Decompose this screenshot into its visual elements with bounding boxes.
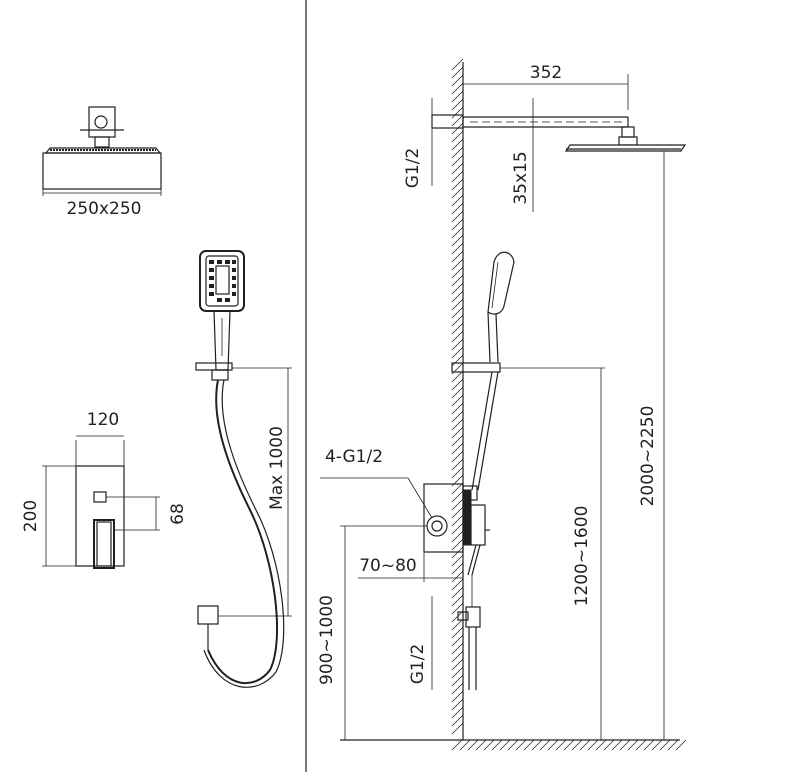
outlet-thread-label: G1/2 xyxy=(408,644,428,685)
arm-thread-label: G1/2 xyxy=(403,148,423,189)
height-dimensions: 900~1000 1200~1600 2000~2250 xyxy=(317,151,665,740)
mixer-depth-label: 70~80 xyxy=(359,556,417,576)
hand-shower-assembly: Max 1000 xyxy=(195,250,292,688)
slide-hand-shower xyxy=(451,251,515,501)
plate-width-label: 120 xyxy=(87,410,119,430)
mixer-ports-label: 4-G1/2 xyxy=(325,447,383,467)
arm-length-label: 352 xyxy=(530,63,562,83)
slide-height-label: 1200~1600 xyxy=(572,506,592,607)
plate-offset-label: 68 xyxy=(168,503,188,525)
head-size-label: 250x250 xyxy=(67,199,142,219)
shower-arm-assembly: 352 G1/2 35x15 xyxy=(403,63,687,212)
wall-section xyxy=(340,58,687,751)
hose-length-label: Max 1000 xyxy=(267,426,287,510)
plate-height-label: 200 xyxy=(21,500,41,532)
shower-head-top-view: 250x250 xyxy=(42,106,162,219)
head-connector-label: 35x15 xyxy=(511,151,531,204)
mixer-valve: 4-G1/2 70~80 G1/2 xyxy=(320,447,490,690)
mixer-height-label: 900~1000 xyxy=(317,595,337,685)
head-height-label: 2000~2250 xyxy=(638,406,658,507)
wall-plate-front-view: 120 200 68 xyxy=(21,410,188,569)
spray-nozzles xyxy=(209,260,236,302)
